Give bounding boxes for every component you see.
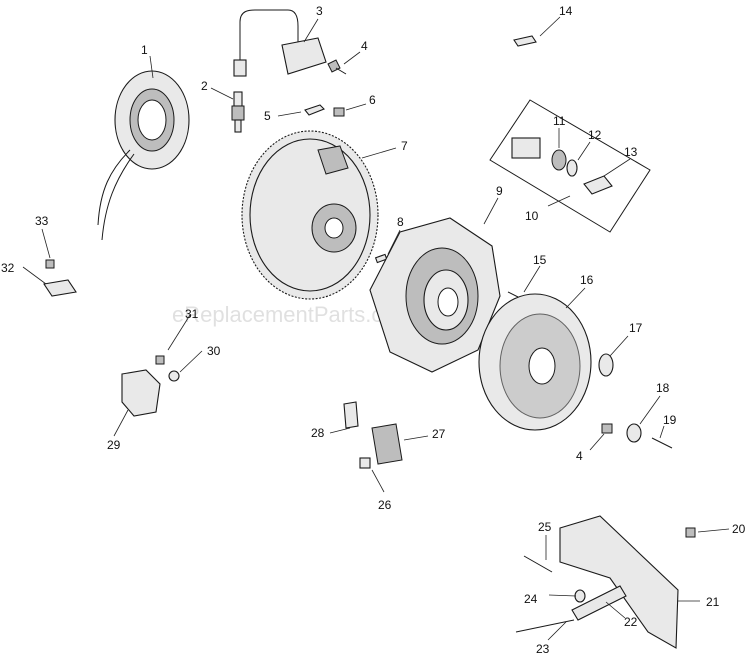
callout-8: 8 — [397, 215, 404, 229]
callout-19: 19 — [663, 413, 677, 427]
ignition-module-part — [233, 9, 327, 77]
callout-24: 24 — [524, 592, 538, 606]
callout-3: 3 — [316, 4, 323, 18]
clip-screw-set — [43, 259, 77, 297]
stator-part — [97, 70, 190, 241]
callout-14: 14 — [559, 4, 573, 18]
callout-11: 11 — [553, 114, 566, 128]
callout-9: 9 — [496, 184, 503, 198]
key-part — [374, 253, 388, 264]
callout-10: 10 — [525, 209, 539, 223]
screw-part-upper — [327, 59, 347, 75]
callout-23: 23 — [536, 642, 550, 656]
callout-22: 22 — [624, 615, 638, 629]
callout-5: 5 — [264, 109, 271, 123]
clip-part — [304, 104, 325, 116]
watermark: eReplacementParts.com — [172, 302, 413, 327]
callout-2: 2 — [201, 79, 208, 93]
callout-29: 29 — [107, 438, 121, 452]
washer-part-17 — [598, 353, 614, 377]
callout-26: 26 — [378, 498, 392, 512]
callout-31: 31 — [185, 307, 199, 321]
spacer-bolt-set — [515, 585, 627, 633]
callout-27: 27 — [432, 427, 446, 441]
callout-25: 25 — [538, 520, 552, 534]
callout-21: 21 — [706, 595, 720, 609]
callout-7: 7 — [401, 139, 408, 153]
callout-28: 28 — [311, 426, 325, 440]
callout-4-lower: 4 — [576, 449, 583, 463]
screw-part-19 — [651, 437, 673, 449]
washer-part-18 — [626, 423, 642, 443]
callout-17: 17 — [629, 321, 643, 335]
callout-32: 32 — [1, 261, 15, 275]
screw-part-6 — [333, 107, 345, 117]
nut-part — [685, 527, 696, 538]
bracket-assembly-left — [121, 355, 180, 417]
flywheel-part — [241, 130, 379, 300]
callout-1: 1 — [141, 43, 148, 57]
grass-screen-part — [478, 293, 592, 431]
bolt-part-25 — [523, 555, 553, 573]
callout-33: 33 — [35, 214, 49, 228]
callout-20: 20 — [732, 522, 746, 536]
rectifier-set — [343, 401, 403, 469]
callout-30: 30 — [207, 344, 221, 358]
callout-18: 18 — [656, 381, 670, 395]
key-switch-assembly — [489, 99, 651, 233]
screw-part-lower — [601, 423, 613, 434]
spark-plug-part — [231, 91, 245, 133]
bracket-part — [559, 515, 679, 649]
callout-15: 15 — [533, 253, 547, 267]
clamp-part — [513, 35, 537, 47]
leader-lines — [22, 16, 730, 641]
callout-labels: 1 2 3 4 5 6 7 8 9 10 11 12 13 14 15 16 1… — [1, 4, 746, 656]
callout-16: 16 — [580, 273, 594, 287]
callout-12: 12 — [588, 128, 602, 142]
callout-13: 13 — [624, 145, 638, 159]
callout-6: 6 — [369, 93, 376, 107]
callout-4-upper: 4 — [361, 39, 368, 53]
blower-fan-part — [369, 217, 501, 373]
